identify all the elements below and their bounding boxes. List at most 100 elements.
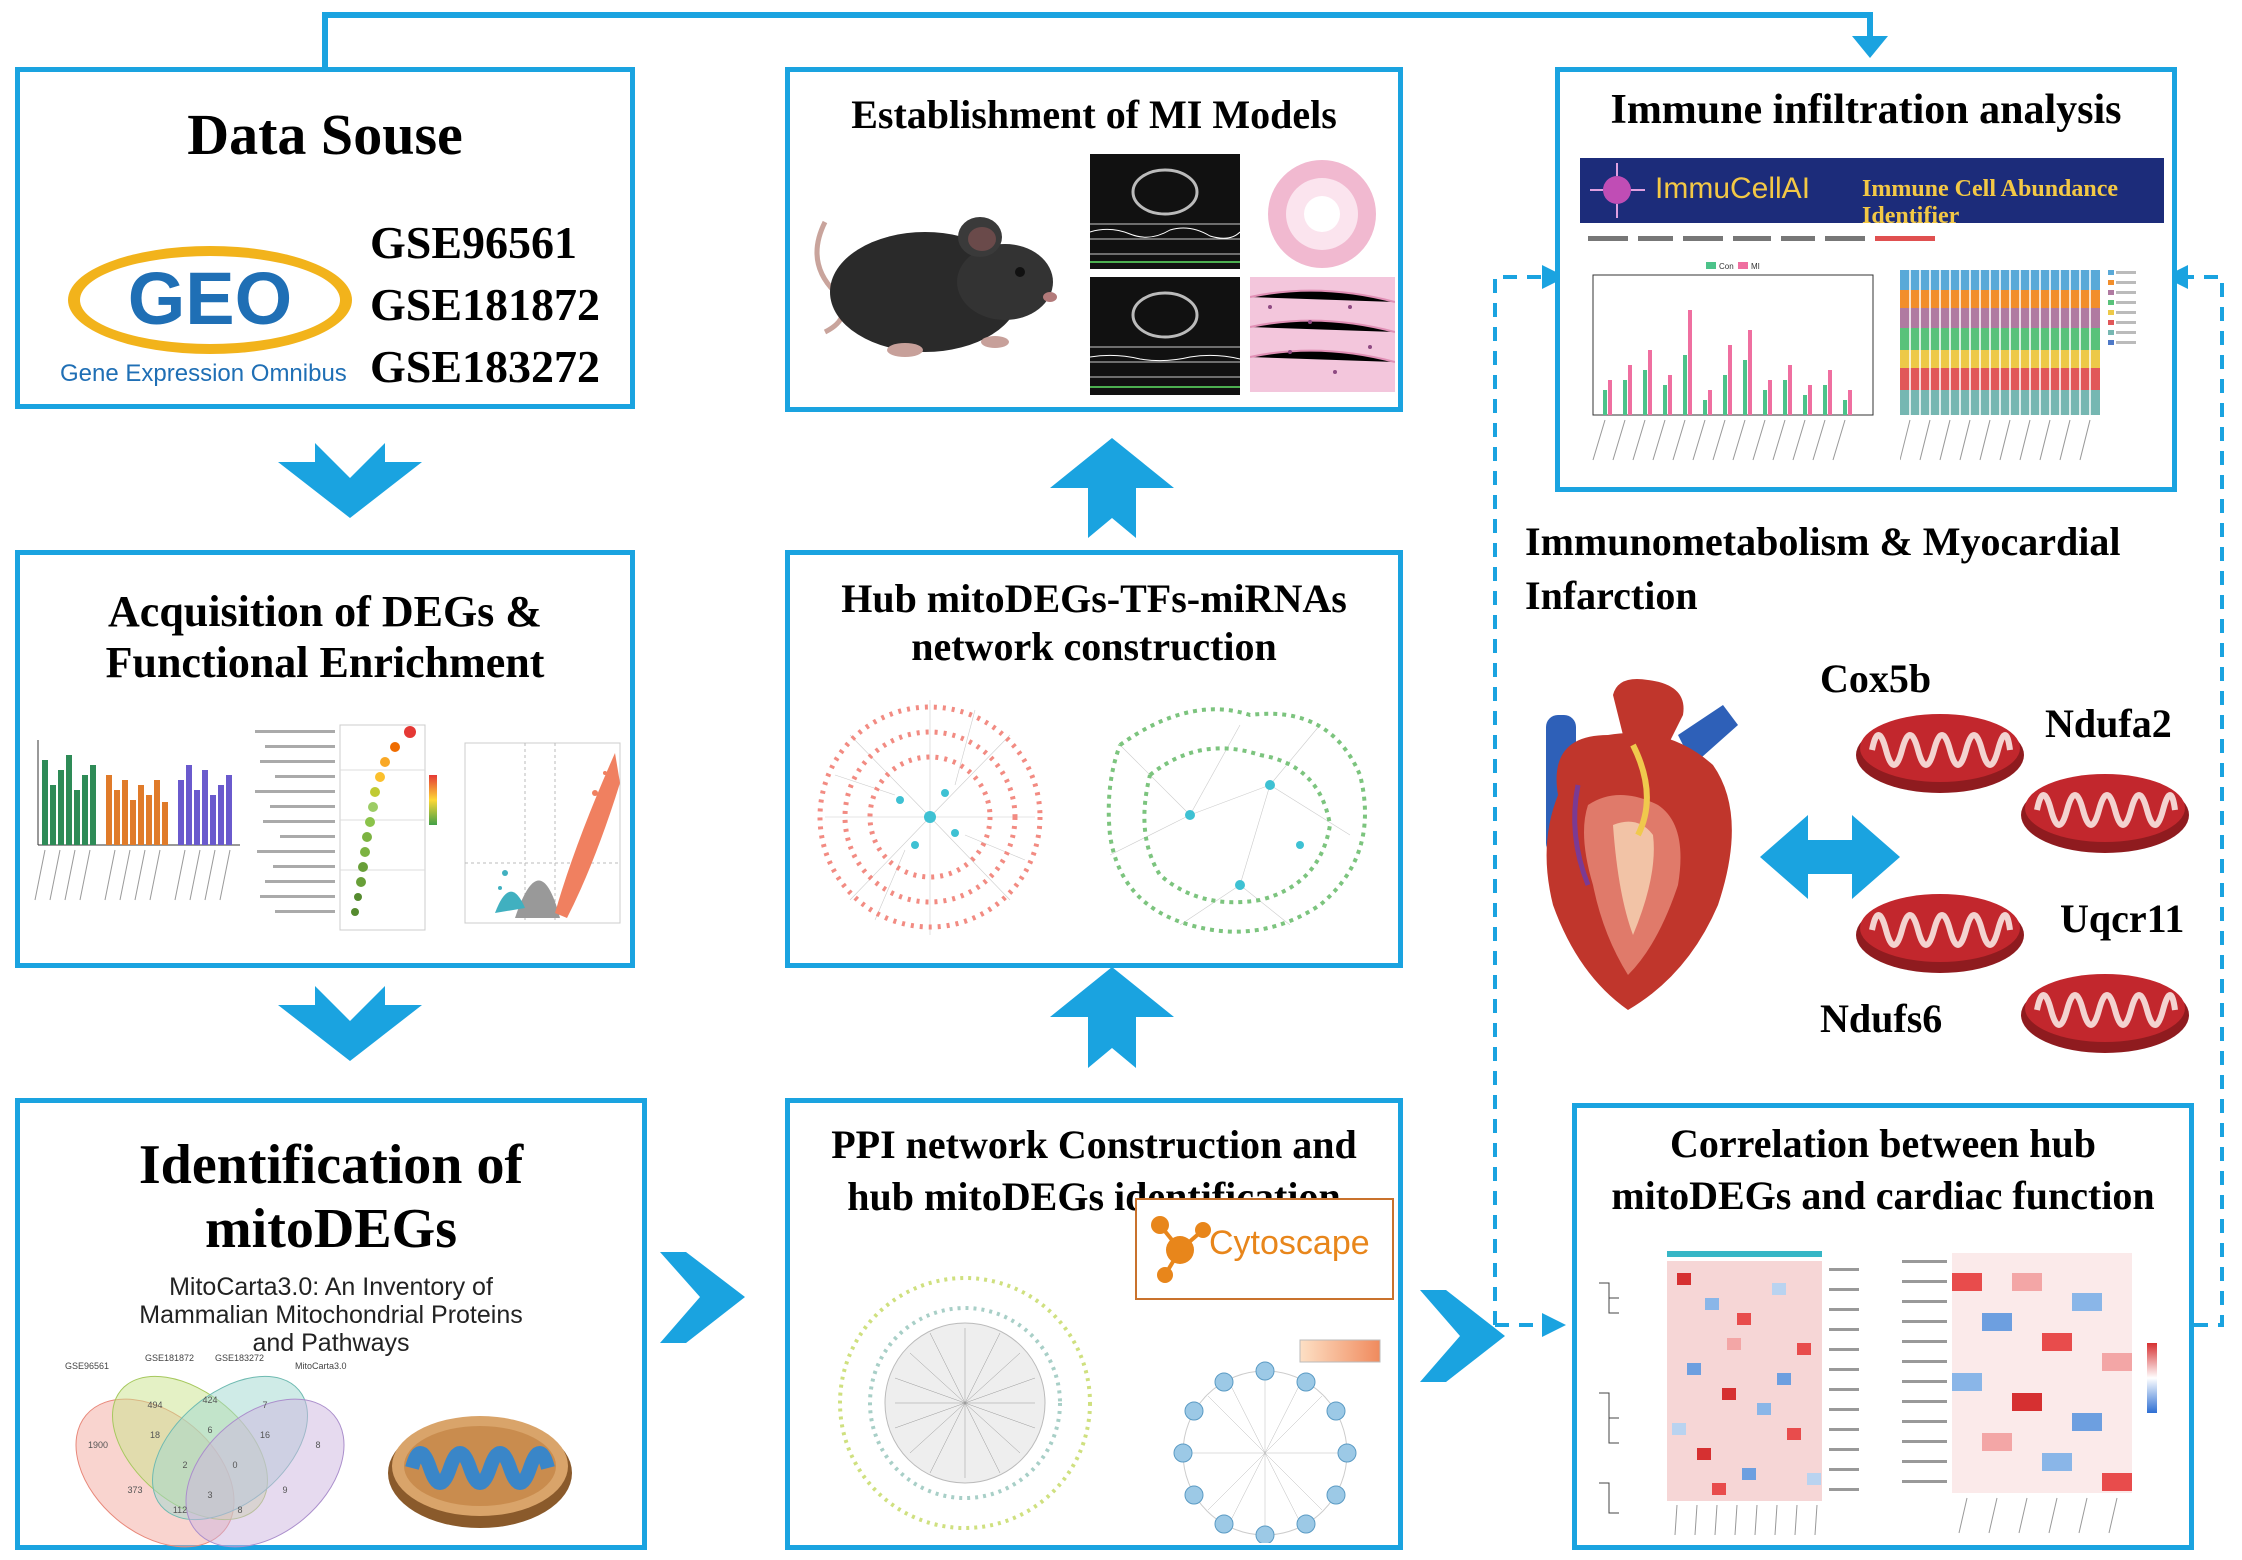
tissue-histology: [1250, 277, 1395, 392]
right-arrow-2: [1420, 1290, 1505, 1382]
hub-ppi-network: [1173, 1339, 1381, 1543]
mitocarta-line: MitoCarta3.0: An Inventory of: [169, 1273, 493, 1301]
mitocarta-line: and Pathways: [252, 1329, 410, 1357]
degs-title-line: Functional Enrichment: [105, 637, 545, 687]
correlation-panel: Correlation between hub mitoDEGs and car…: [1572, 1103, 2194, 1550]
mitocarta-line: Mammalian Mitochondrial Proteins: [139, 1301, 523, 1329]
ppi-network-circle: [838, 1276, 1092, 1530]
geo-logo: GEO Gene Expression Omnibus: [60, 242, 360, 392]
degs-title-line: Acquisition of DEGs &: [108, 587, 542, 636]
mitodegs-title: Identification of mitoDEGs: [20, 1133, 642, 1261]
mitochondrion-icon: [1856, 894, 2024, 973]
correlation-heatmap-table: [1902, 1253, 2157, 1534]
venn-count: 16: [260, 1430, 270, 1440]
immune-panel: Immune infiltration analysis ImmuCellAI …: [1555, 67, 2177, 492]
echocardiogram-image: [1089, 154, 1241, 269]
go-bar-chart-thumbnail: [34, 740, 240, 901]
legend-con: Con: [1719, 262, 1734, 271]
tf-network-red: [817, 700, 1043, 935]
geo-caption: Gene Expression Omnibus: [60, 360, 347, 387]
right-arrow-1: [660, 1252, 745, 1343]
mitodegs-panel: Identification of mitoDEGs MitoCarta3.0:…: [15, 1098, 647, 1550]
hub-network-panel: Hub mitoDEGs-TFs-miRNAs network construc…: [785, 550, 1403, 968]
immucellai-banner: ImmuCellAI Immune Cell Abundance Identif…: [1580, 158, 2164, 229]
venn-diagram: GSE96561 GSE181872 GSE183272 MitoCarta3.…: [65, 1353, 347, 1548]
gene-label-ndufa2: Ndufa2: [2045, 701, 2172, 746]
correlation-heatmap-clustered: [1599, 1251, 1859, 1536]
immunometabolism-title-line: Infarction: [1525, 573, 1698, 618]
gene-label-uqcr11: Uqcr11: [2060, 896, 2185, 941]
banner-nav-strip: [1580, 232, 2164, 246]
mirna-network-green: [1106, 707, 1367, 934]
mi-models-panel: Establishment of MI Models: [785, 67, 1403, 412]
data-source-title: Data Souse: [187, 102, 463, 167]
mitochondrion-3d-icon: [388, 1416, 572, 1528]
dataset-list: GSE96561 GSE181872 GSE183272: [370, 212, 600, 398]
kegg-dot-plot-thumbnail: [255, 724, 437, 931]
dataset-item: GSE183272: [370, 341, 601, 392]
venn-set-label: GSE181872: [145, 1353, 194, 1363]
up-arrow-2: [1050, 967, 1174, 1068]
venn-count: 373: [127, 1485, 142, 1495]
immune-stacked-bar-chart: [1900, 270, 2136, 461]
hub-network-title-line: Hub mitoDEGs-TFs-miRNAs: [841, 576, 1347, 621]
legend-mi: MI: [1751, 262, 1760, 271]
venn-count: 7: [262, 1400, 267, 1410]
gene-label-cox5b: Cox5b: [1820, 656, 1932, 701]
geo-logo-text: GEO: [128, 257, 292, 340]
venn-count: 1900: [88, 1440, 108, 1450]
venn-count: 3: [207, 1490, 212, 1500]
cytoscape-logo: Cytoscape: [1135, 1198, 1394, 1300]
mitocarta-caption: MitoCarta3.0: An Inventory of Mammalian …: [20, 1273, 642, 1357]
degs-panel: Acquisition of DEGs & Functional Enrichm…: [15, 550, 635, 968]
up-arrow-1: [1050, 438, 1174, 538]
banner-left-label: ImmuCellAI: [1655, 172, 1811, 205]
venn-set-label: GSE183272: [215, 1353, 264, 1363]
mitochondrion-icon: [1856, 714, 2024, 793]
immune-title: Immune infiltration analysis: [1610, 87, 2122, 133]
correlation-title-line: Correlation between hub: [1670, 1121, 2096, 1166]
down-arrow-2: [278, 986, 422, 1061]
venn-count: 8: [315, 1440, 320, 1450]
venn-count: 18: [150, 1430, 160, 1440]
dataset-item: GSE181872: [370, 279, 601, 330]
mouse-image: [814, 217, 1057, 357]
venn-count: 8: [237, 1505, 242, 1515]
gene-label-ndufs6: Ndufs6: [1820, 996, 1943, 1041]
heatmap-grid: [1667, 1261, 1822, 1501]
mitodegs-title-line: Identification of: [138, 1134, 524, 1196]
venn-set-label: MitoCarta3.0: [295, 1361, 347, 1371]
venn-count: 9: [282, 1485, 287, 1495]
venn-set-label: GSE96561: [65, 1361, 109, 1371]
heart-anatomy-image: [1546, 679, 1738, 1010]
echocardiogram-image: [1089, 277, 1241, 395]
dataset-item: GSE96561: [370, 217, 578, 268]
cytoscape-label: Cytoscape: [1209, 1224, 1370, 1262]
correlation-title: Correlation between hub mitoDEGs and car…: [1577, 1118, 2189, 1222]
degs-title: Acquisition of DEGs & Functional Enrichm…: [20, 587, 630, 688]
ppi-panel: PPI network Construction and hub mitoDEG…: [785, 1098, 1403, 1550]
venn-count: 2: [182, 1460, 187, 1470]
double-arrow: [1760, 815, 1900, 899]
correlation-title-line: mitoDEGs and cardiac function: [1611, 1173, 2155, 1218]
mitochondrion-icon: [2021, 774, 2189, 853]
hub-network-title: Hub mitoDEGs-TFs-miRNAs network construc…: [790, 575, 1398, 671]
mitodegs-title-line: mitoDEGs: [205, 1198, 457, 1260]
immunometabolism-title: Immunometabolism & Myocardial Infarction: [1525, 515, 2121, 623]
hub-network-title-line: network construction: [911, 624, 1277, 669]
immunometabolism-title-line: Immunometabolism & Myocardial: [1525, 519, 2121, 564]
heart-section-histology: [1268, 160, 1376, 268]
venn-count: 494: [147, 1400, 162, 1410]
mitochondrion-icon: [2021, 974, 2189, 1053]
down-arrow-1: [278, 443, 422, 518]
venn-count: 0: [232, 1460, 237, 1470]
banner-right-label: Immune Cell Abundance Identifier: [1862, 176, 2119, 229]
volcano-plot-thumbnail: [464, 742, 621, 924]
ppi-title-line: PPI network Construction and: [831, 1122, 1357, 1167]
venn-count: 424: [202, 1395, 217, 1405]
mi-models-title: Establishment of MI Models: [851, 92, 1337, 137]
immune-bar-chart: Con MI: [1592, 262, 1874, 461]
venn-count: 112: [173, 1505, 187, 1515]
data-source-panel: Data Souse GEO Gene Expression Omnibus G…: [15, 67, 635, 409]
venn-count: 6: [207, 1425, 212, 1435]
